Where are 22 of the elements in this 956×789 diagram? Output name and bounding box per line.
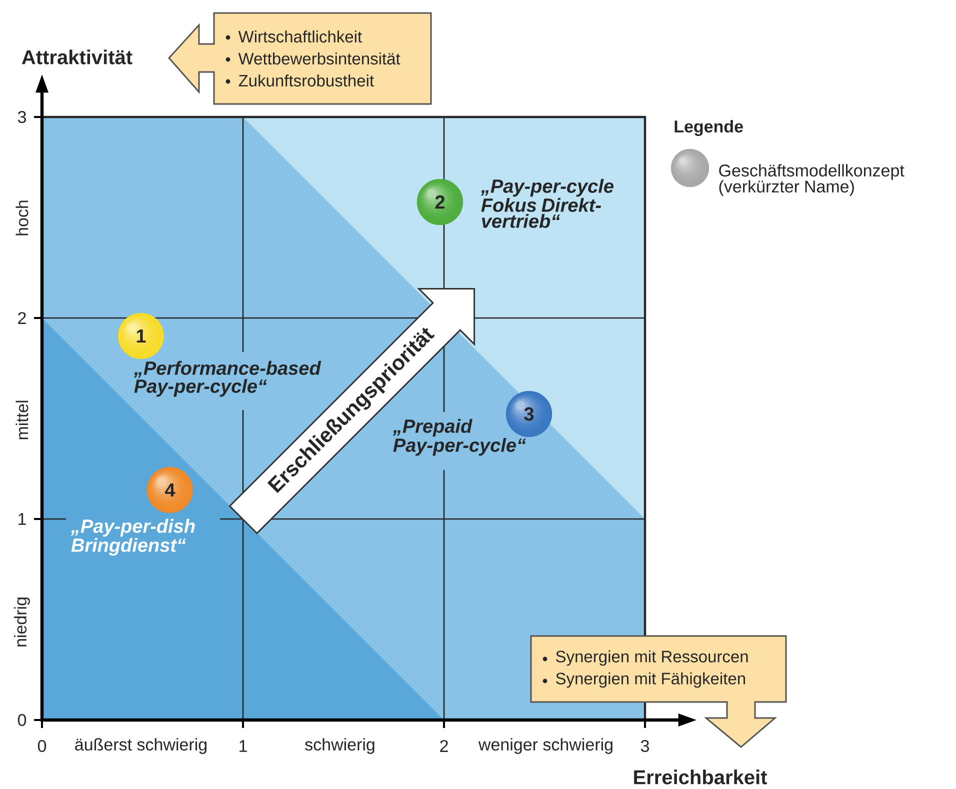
concept-name: „Pay-per-cycle Fokus Direkt- vertrieb“: [480, 178, 614, 228]
tick-label: 1: [240, 740, 247, 752]
numbered-ball: 1: [118, 313, 164, 359]
category-label: niedrig: [14, 598, 30, 646]
tick-label: 0: [18, 714, 26, 726]
legend-heading: Legende: [674, 120, 743, 136]
numbered-ball: 4: [147, 467, 193, 513]
numbered-ball: 3: [506, 391, 552, 437]
axis-title: Erreichbarkeit: [634, 770, 768, 784]
tick-label: 2: [440, 740, 448, 752]
category-label: mittel: [16, 400, 28, 440]
concept-name: „Pay-per-dish Bringdienst“: [70, 518, 195, 556]
category-label: äußerst schwierig: [75, 738, 206, 754]
tick-label: 2: [18, 312, 26, 324]
tick-label: 1: [18, 513, 26, 525]
legend-text: Geschäftsmodellkonzept (verkürzter Name): [719, 164, 904, 196]
category-label: hoch: [16, 200, 28, 236]
tick-label: 3: [18, 110, 26, 124]
axis-title: Attraktivität: [22, 50, 132, 64]
numbered-ball: 2: [417, 179, 463, 225]
tick-label: 0: [38, 740, 46, 752]
category-label: schwierig: [305, 738, 374, 754]
